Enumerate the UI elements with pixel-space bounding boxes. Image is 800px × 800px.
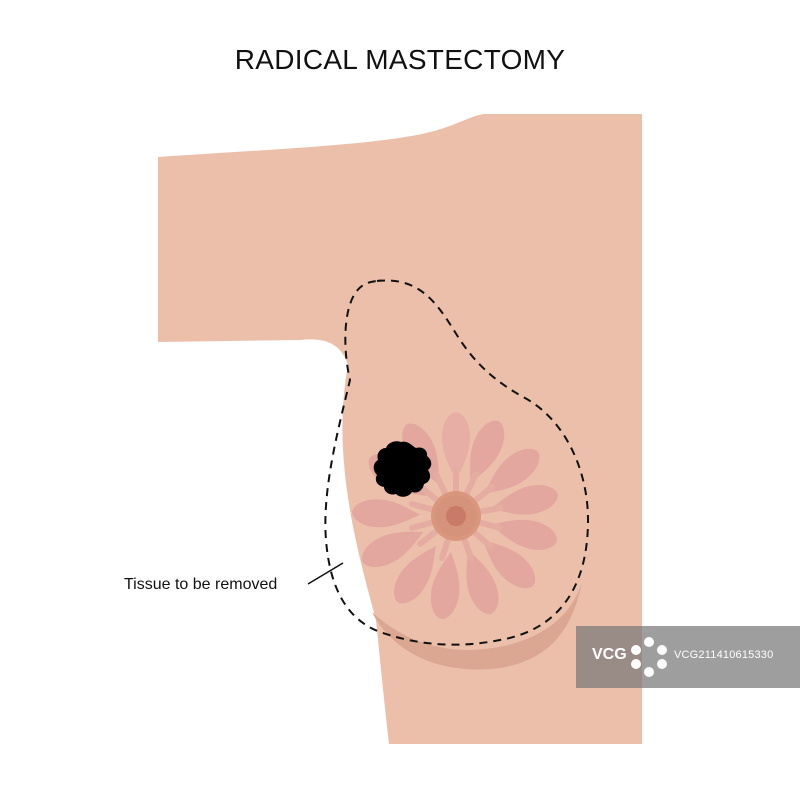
tumor bbox=[373, 441, 432, 497]
breast-underside-shadow bbox=[372, 582, 582, 670]
nipple bbox=[446, 506, 466, 526]
excision-outline bbox=[324, 279, 590, 646]
annotation-leader-line bbox=[307, 562, 344, 585]
watermark-logo: VCG bbox=[592, 646, 627, 663]
torso-skin bbox=[158, 114, 642, 744]
tissue-annotation: Tissue to be removed bbox=[124, 576, 278, 593]
watermark-flower-icon bbox=[631, 637, 667, 677]
diagram-title: RADICAL MASTECTOMY bbox=[234, 44, 566, 75]
watermark: VCG VCG211410615330 bbox=[576, 626, 800, 688]
watermark-id: VCG211410615330 bbox=[674, 649, 774, 661]
mammary-glands bbox=[352, 412, 558, 619]
